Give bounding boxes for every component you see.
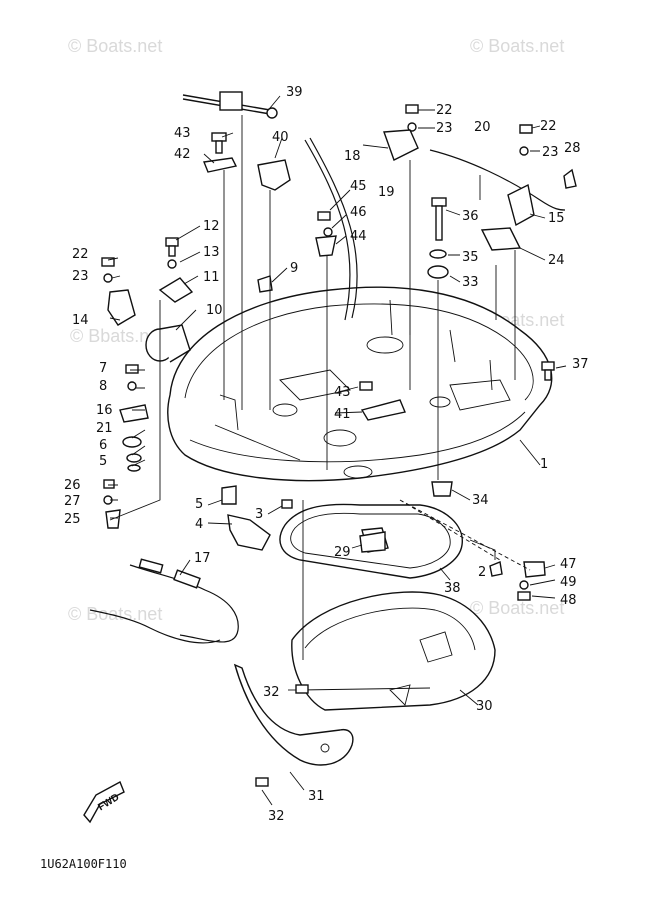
callout-45: 45 xyxy=(350,179,367,194)
callout-2: 2 xyxy=(478,565,486,580)
callout-11: 11 xyxy=(203,270,220,285)
leader-lines xyxy=(107,95,567,806)
callout-labels: 1 2 3 4 5 5 6 7 8 9 10 11 12 13 14 15 16… xyxy=(64,85,589,824)
callout-5: 5 xyxy=(99,454,107,469)
callout-34: 34 xyxy=(472,493,489,508)
callout-23: 23 xyxy=(72,269,89,284)
callout-22: 22 xyxy=(72,247,89,262)
callout-37: 37 xyxy=(572,357,589,372)
callout-32: 32 xyxy=(263,685,280,700)
callout-42: 42 xyxy=(174,147,191,162)
lower-apron xyxy=(291,591,496,711)
callout-48: 48 xyxy=(560,593,577,608)
diagram-code: 1U62A100F110 xyxy=(40,857,127,871)
callout-19: 19 xyxy=(378,185,395,200)
callout-7: 7 xyxy=(99,361,107,376)
callout-24: 24 xyxy=(548,253,565,268)
side-cover xyxy=(233,663,411,766)
callout-16: 16 xyxy=(96,403,113,418)
callout-3: 3 xyxy=(255,507,263,522)
callout-25: 25 xyxy=(64,512,81,527)
callout-27: 27 xyxy=(64,494,81,509)
callout-32: 32 xyxy=(268,809,285,824)
callout-6: 6 xyxy=(99,438,107,453)
callout-36: 36 xyxy=(462,209,479,224)
callout-49: 49 xyxy=(560,575,577,590)
callout-1: 1 xyxy=(540,457,548,472)
callout-28: 28 xyxy=(564,141,581,156)
callout-43: 43 xyxy=(174,126,191,141)
callout-44: 44 xyxy=(350,229,367,244)
callout-39: 39 xyxy=(286,85,303,100)
callout-40: 40 xyxy=(272,130,289,145)
callout-43: 43 xyxy=(334,385,351,400)
callout-23: 23 xyxy=(542,145,559,160)
shift-cable xyxy=(89,558,239,644)
callout-31: 31 xyxy=(308,789,325,804)
callout-22: 22 xyxy=(436,103,453,118)
callout-23: 23 xyxy=(436,121,453,136)
watermark: © Boats.net xyxy=(470,36,564,56)
small-parts xyxy=(83,91,577,824)
callout-35: 35 xyxy=(462,250,479,265)
callout-10: 10 xyxy=(206,303,223,318)
callout-33: 33 xyxy=(462,275,479,290)
callout-30: 30 xyxy=(476,699,493,714)
callout-9: 9 xyxy=(290,261,298,276)
watermark: © Bbats.net xyxy=(70,326,164,346)
callout-26: 26 xyxy=(64,478,81,493)
callout-20: 20 xyxy=(474,120,491,135)
watermark: © Boats.net xyxy=(470,598,564,618)
callout-21: 21 xyxy=(96,421,113,436)
callout-8: 8 xyxy=(99,379,107,394)
callout-22: 22 xyxy=(540,119,557,134)
watermark: © Boats.net xyxy=(68,604,162,624)
callout-18: 18 xyxy=(344,149,361,164)
callout-41: 41 xyxy=(334,407,351,422)
throttle-cable xyxy=(304,137,566,321)
callout-15: 15 xyxy=(548,211,565,226)
callout-47: 47 xyxy=(560,557,577,572)
callout-17: 17 xyxy=(194,551,211,566)
callout-29: 29 xyxy=(334,545,351,560)
watermark: © Boats.net xyxy=(68,36,162,56)
callout-38: 38 xyxy=(444,581,461,596)
callout-12: 12 xyxy=(203,219,220,234)
callout-5: 5 xyxy=(195,497,203,512)
callout-14: 14 xyxy=(72,313,89,328)
callout-46: 46 xyxy=(350,205,367,220)
callout-13: 13 xyxy=(203,245,220,260)
callout-4: 4 xyxy=(195,517,203,532)
